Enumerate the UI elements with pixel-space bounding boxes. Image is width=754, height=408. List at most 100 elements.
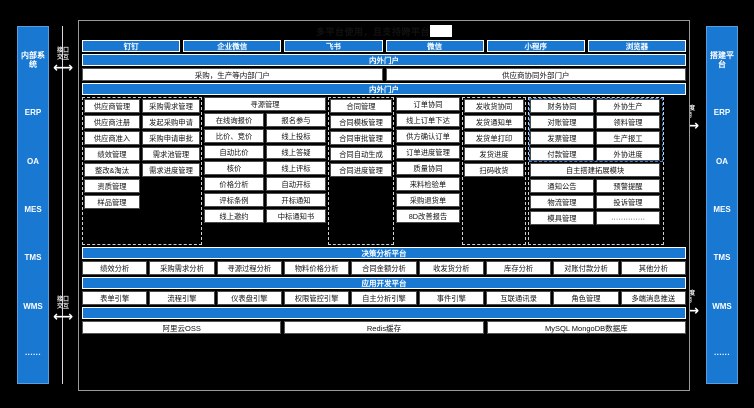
decision-item-5[interactable]: 收发货分析	[418, 261, 484, 275]
cell-shipping-1[interactable]: 发货单打印	[464, 131, 524, 145]
platform-button-browser[interactable]: 浏览器	[587, 40, 687, 52]
cell-supplier-4[interactable]: 资质管理	[84, 179, 140, 193]
platform-button-wechat[interactable]: 微信	[385, 40, 484, 52]
cell-contract-1[interactable]: 合同审批管理	[330, 131, 392, 145]
decision-item-2[interactable]: 寻源过程分析	[216, 261, 282, 275]
cell-order-2[interactable]: 订单进度管理	[396, 145, 460, 159]
cell-finance-1[interactable]: 发票管理	[530, 131, 594, 145]
cell-extension-l-0[interactable]: 通知公告	[530, 179, 594, 193]
platform-button-wecom[interactable]: 企业微信	[183, 40, 282, 52]
cell-sourcing-r-0[interactable]: 报名参与	[266, 113, 326, 127]
right-rail-item-0[interactable]: 搭建平台	[710, 50, 734, 69]
cell-extension-r-1[interactable]: 投诉管理	[596, 195, 660, 209]
column-header-demand[interactable]: 采购需求管理	[142, 99, 200, 113]
left-rail-item-5[interactable]: WMS	[23, 301, 43, 311]
cell-order-1[interactable]: 供方确认订单	[396, 129, 460, 143]
column-header-order[interactable]: 订单协同	[396, 97, 460, 111]
cell-demand-3[interactable]: 需求进度管理	[142, 163, 200, 177]
infra-item-oss[interactable]: 阿里云OSS	[82, 321, 282, 334]
cell-sourcing-l-6[interactable]: 线上邀约	[204, 209, 264, 223]
decision-item-0[interactable]: 绩效分析	[82, 261, 148, 275]
column-header-shipping[interactable]: 发收货协同	[464, 99, 524, 113]
infra-item-database[interactable]: MySQL MongoDB数据库	[486, 321, 686, 334]
right-rail-item-1[interactable]: ERP	[713, 108, 731, 118]
app-item-3[interactable]: 权限管控引擎	[283, 291, 350, 305]
decision-item-1[interactable]: 采购需求分析	[149, 261, 215, 275]
extension-header[interactable]: 自主搭建拓展模块	[530, 163, 660, 177]
right-rail-item-2[interactable]: OA	[716, 156, 728, 166]
right-rail-item-5[interactable]: WMS	[712, 301, 732, 311]
app-item-2[interactable]: 仪表盘引擎	[216, 291, 282, 305]
portal-external[interactable]: 供应商协同外部门户	[385, 68, 686, 81]
app-item-6[interactable]: 互联通讯录	[485, 291, 552, 305]
cell-contract-2[interactable]: 合同自动生成	[330, 147, 392, 161]
column-header-finance[interactable]: 财务协同	[530, 99, 594, 113]
left-rail-item-2[interactable]: OA	[27, 156, 39, 166]
cell-order-6[interactable]: 8D改善报告	[396, 209, 460, 223]
cell-demand-0[interactable]: 发起采购申请	[142, 115, 200, 129]
left-rail-item-0[interactable]: 内部系统	[21, 50, 45, 69]
column-header-sourcing[interactable]: 寻源管理	[204, 97, 326, 111]
cell-outsourcing-2[interactable]: 外协进度	[596, 147, 660, 161]
cell-supplier-1[interactable]: 供应商准入	[84, 131, 140, 145]
column-header-supplier[interactable]: 供应商管理	[84, 99, 140, 113]
right-rail-item-4[interactable]: TMS	[713, 253, 731, 263]
cell-sourcing-l-3[interactable]: 核价	[204, 161, 264, 175]
cell-sourcing-l-0[interactable]: 在线询报价	[204, 113, 264, 127]
decision-item-7[interactable]: 对账付款分析	[553, 261, 619, 275]
left-rail-item-3[interactable]: MES	[24, 204, 42, 214]
left-rail-item-1[interactable]: ERP	[24, 108, 42, 118]
right-rail-item-6[interactable]: ······	[714, 350, 730, 360]
cell-extension-l-1[interactable]: 物流管理	[530, 195, 594, 209]
app-item-4[interactable]: 自主分析引擎	[351, 291, 417, 305]
app-item-0[interactable]: 表单引擎	[82, 291, 148, 305]
cell-sourcing-l-2[interactable]: 自动比价	[204, 145, 264, 159]
cell-order-0[interactable]: 线上订单下达	[396, 113, 460, 127]
cell-order-3[interactable]: 质量协同	[396, 161, 460, 175]
cell-extension-r-2[interactable]: ··············	[596, 211, 660, 225]
cell-sourcing-l-4[interactable]: 价格分析	[204, 177, 264, 191]
app-item-1[interactable]: 流程引擎	[149, 291, 215, 305]
cell-sourcing-l-1[interactable]: 比价、竞价	[204, 129, 264, 143]
column-header-contract[interactable]: 合同管理	[330, 99, 392, 113]
cell-shipping-3[interactable]: 扫码收货	[464, 163, 524, 177]
cell-extension-l-2[interactable]: 模具管理	[530, 211, 594, 225]
cell-supplier-3[interactable]: 整改&淘汰	[84, 163, 140, 177]
cell-demand-1[interactable]: 采购申请审批	[142, 131, 200, 145]
decision-item-4[interactable]: 合同金额分析	[351, 261, 417, 275]
cell-order-5[interactable]: 采购退货单	[396, 193, 460, 207]
left-rail-item-6[interactable]: ······	[25, 350, 41, 360]
cell-outsourcing-0[interactable]: 领料管理	[596, 115, 660, 129]
cell-sourcing-r-3[interactable]: 线上评标	[266, 161, 326, 175]
cell-sourcing-r-1[interactable]: 线上投标	[266, 129, 326, 143]
cell-contract-0[interactable]: 合同模板管理	[330, 115, 392, 129]
cell-sourcing-r-4[interactable]: 自动开标	[266, 177, 326, 191]
right-rail-item-3[interactable]: MES	[713, 204, 731, 214]
platform-button-dingtalk[interactable]: 钉钉	[82, 40, 181, 52]
cell-sourcing-r-6[interactable]: 中标通知书	[266, 209, 326, 223]
platform-button-miniprogram[interactable]: 小程序	[486, 40, 585, 52]
cell-contract-3[interactable]: 合同进度管理	[330, 163, 392, 177]
cell-extension-r-0[interactable]: 预警提醒	[596, 179, 660, 193]
app-item-5[interactable]: 事件引擎	[418, 291, 484, 305]
left-rail-item-4[interactable]: TMS	[24, 253, 42, 263]
app-item-8[interactable]: 多端消息推送	[620, 291, 686, 305]
cell-order-4[interactable]: 来料检验单	[396, 177, 460, 191]
portal-internal[interactable]: 采购，生产等内部门户	[82, 68, 383, 81]
infra-item-redis[interactable]: Redis缓存	[284, 321, 484, 334]
cell-finance-2[interactable]: 付款管理	[530, 147, 594, 161]
selection-box-finance-outsourcing[interactable]: 财务协同 外协生产 对账管理 领料管理 发票管理 生产报工 付款管理 外协进度	[529, 98, 663, 162]
cell-supplier-2[interactable]: 绩效管理	[84, 147, 140, 161]
decision-item-3[interactable]: 物料价格分析	[283, 261, 350, 275]
cell-sourcing-l-5[interactable]: 评标条例	[204, 193, 264, 207]
cell-sourcing-r-2[interactable]: 线上答疑	[266, 145, 326, 159]
cell-outsourcing-1[interactable]: 生产报工	[596, 131, 660, 145]
cell-supplier-5[interactable]: 样品管理	[84, 195, 140, 209]
cell-finance-0[interactable]: 对账管理	[530, 115, 594, 129]
decision-item-6[interactable]: 库存分析	[485, 261, 552, 275]
app-item-7[interactable]: 角色管理	[553, 291, 619, 305]
cell-demand-2[interactable]: 需求池管理	[142, 147, 200, 161]
cell-shipping-2[interactable]: 发货进度	[464, 147, 524, 161]
cell-sourcing-r-5[interactable]: 开标通知	[266, 193, 326, 207]
cell-supplier-0[interactable]: 供应商注册	[84, 115, 140, 129]
